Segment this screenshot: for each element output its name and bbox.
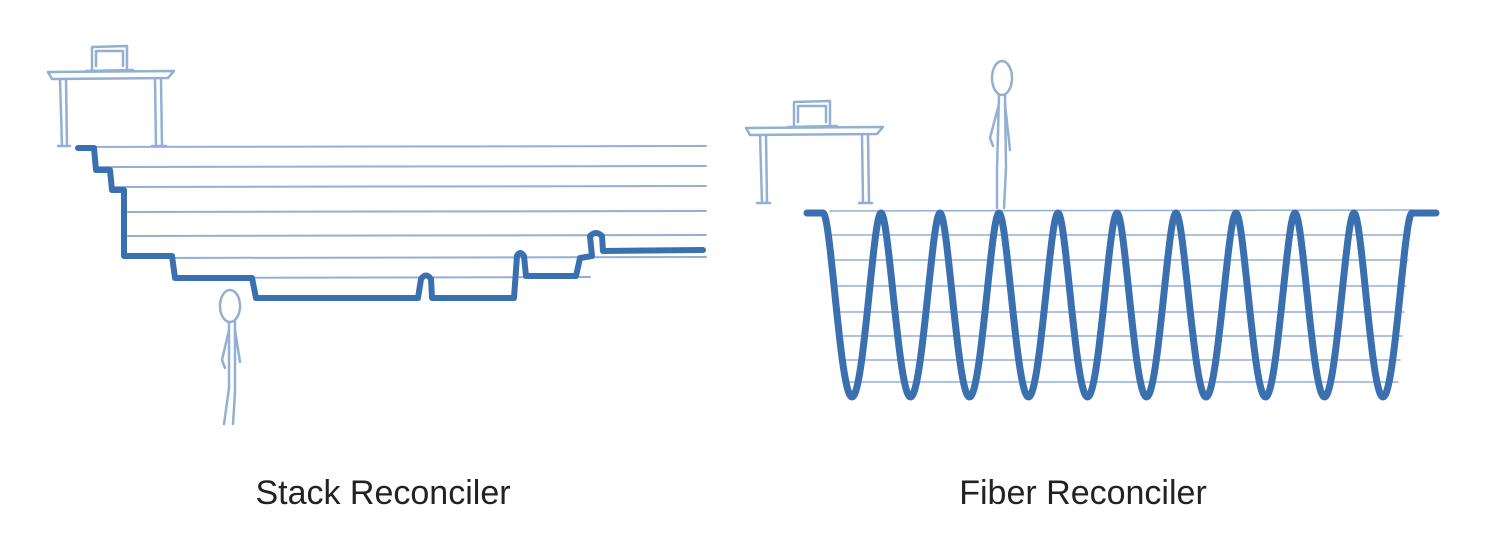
laptop-icon-fiber (786, 99, 839, 129)
fiber-reconciler-caption: Fiber Reconciler (959, 474, 1207, 512)
fiber-reconciler-panel (744, 59, 1440, 401)
stack-call-depth-line (75, 145, 706, 301)
stack-reconciler-caption: Stack Reconciler (255, 474, 511, 512)
desk-icon (46, 69, 176, 148)
desk-icon-fiber (744, 125, 885, 205)
stick-figure-icon (218, 288, 242, 426)
stack-reconciler-panel (46, 44, 707, 426)
laptop-icon (84, 44, 135, 73)
stick-figure-icon-fiber (988, 59, 1014, 210)
stack-frame-lines (81, 145, 707, 279)
fiber-work-chunks-line (803, 209, 1440, 401)
